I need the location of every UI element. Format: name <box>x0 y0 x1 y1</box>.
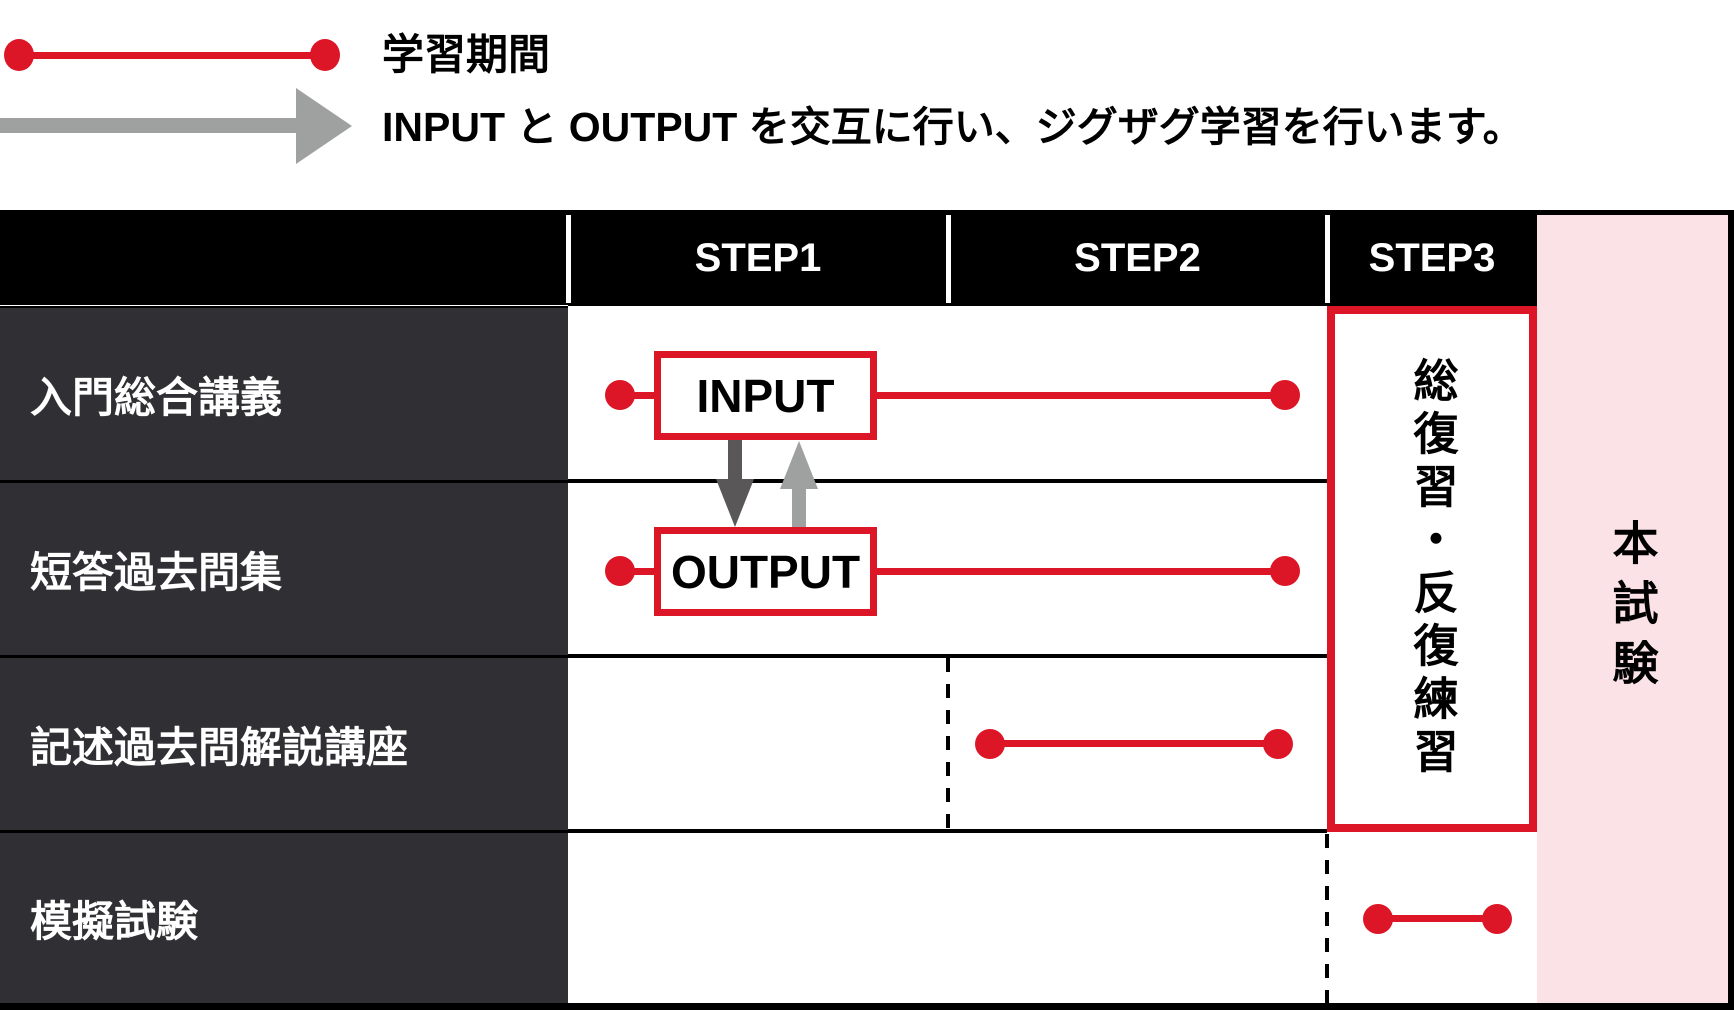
header-divider-2 <box>946 215 951 303</box>
row-label-tanto-kakomon-shu: 短答過去問集 <box>0 483 568 655</box>
header-divider-3 <box>1325 215 1330 303</box>
table-header-background <box>0 210 1537 306</box>
arrow-up-icon <box>792 485 806 529</box>
input-box: INPUT <box>654 351 877 440</box>
column-header-step1: STEP1 <box>694 235 822 280</box>
header-divider-1 <box>566 215 571 303</box>
period-line-row4 <box>1378 915 1497 922</box>
legend-period-label: 学習期間 <box>382 31 551 78</box>
dashed-boundary-step1-step2 <box>946 658 950 829</box>
zigzag-arrow-icon <box>0 118 298 133</box>
arrow-down-icon <box>716 479 754 527</box>
arrow-up-icon <box>780 441 818 489</box>
table-right-border <box>1728 210 1734 1010</box>
period-dot <box>1363 904 1393 934</box>
table-top-border <box>0 210 1734 215</box>
period-dot <box>1270 380 1300 410</box>
row-label-kijutsu-kakomon-kaisetsu: 記述過去問解説講座 <box>0 658 568 830</box>
legend-period-dot-right <box>310 39 340 71</box>
period-line-row1 <box>620 392 1285 399</box>
row-divider-3 <box>568 829 1327 833</box>
column-header-step2: STEP2 <box>1074 235 1201 280</box>
exam-column: 本試験 <box>1537 215 1728 1003</box>
row-label-nyumon-sogo-kogi: 入門総合講義 <box>0 308 568 480</box>
dashed-boundary-step2-step3 <box>1325 834 1329 1003</box>
column-header-step3: STEP3 <box>1368 235 1496 280</box>
row-divider-1 <box>568 479 1327 483</box>
period-dot <box>1270 556 1300 586</box>
period-line-row2 <box>620 568 1285 575</box>
row-divider-2 <box>568 654 1327 658</box>
period-dot <box>975 729 1005 759</box>
period-dot <box>605 556 635 586</box>
period-dot <box>1263 729 1293 759</box>
arrow-down-icon <box>728 438 742 482</box>
period-dot <box>1482 904 1512 934</box>
legend-period-line <box>18 52 326 59</box>
table-bottom-border <box>0 1003 1734 1010</box>
period-dot <box>605 380 635 410</box>
output-box: OUTPUT <box>654 527 877 616</box>
zigzag-arrowhead-icon <box>296 88 352 164</box>
row-label-mogi-shiken: 模擬試験 <box>0 833 568 1003</box>
exam-label: 本試験 <box>1606 519 1659 699</box>
legend-period-dot-left <box>4 39 34 71</box>
legend-zigzag-label: INPUT と OUTPUT を交互に行い、ジグザグ学習を行います。 <box>382 104 1524 150</box>
period-line-row3 <box>990 740 1278 747</box>
step3-review-label: 総復習・反復練習 <box>1406 357 1458 781</box>
step3-review-box: 総復習・反復練習 <box>1327 306 1537 832</box>
